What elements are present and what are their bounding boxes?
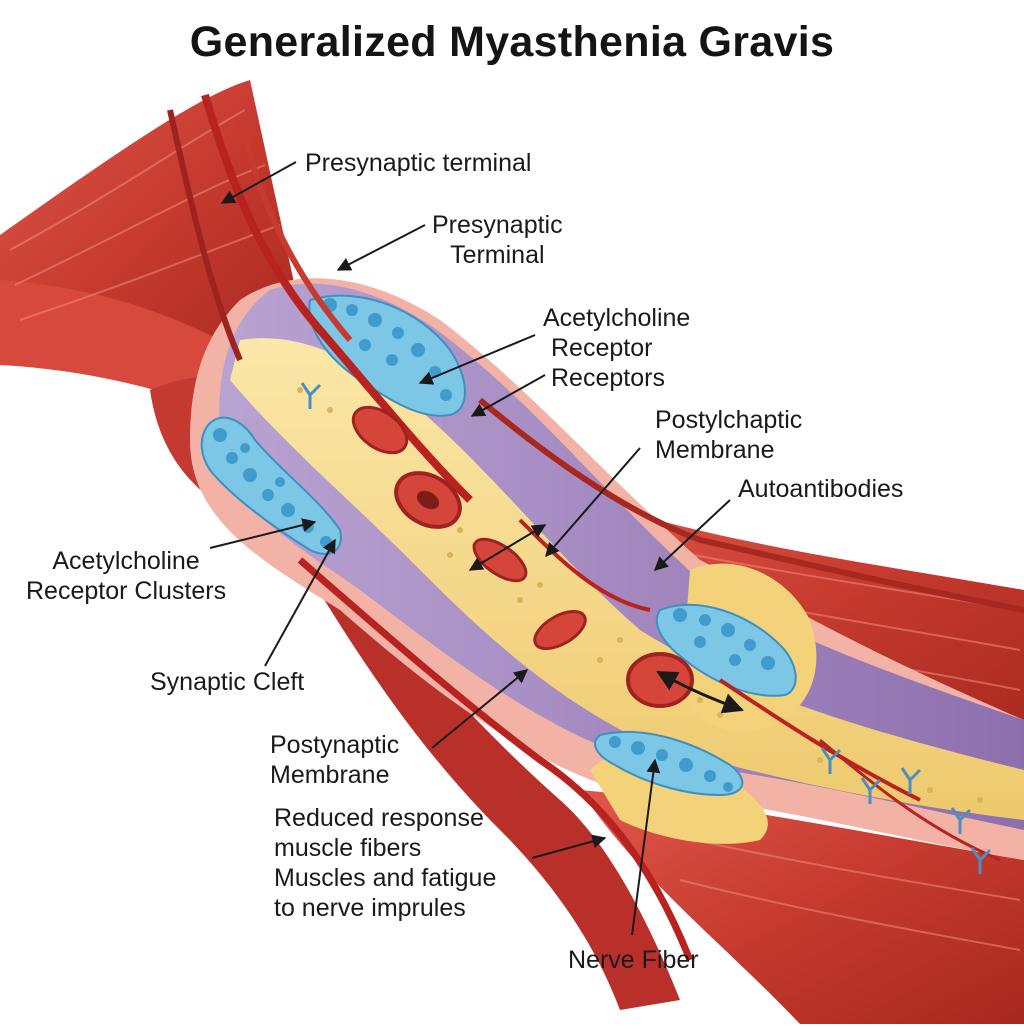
vesicle-cluster-lower: [594, 730, 744, 797]
vesicle-cluster-right: [655, 603, 797, 697]
label-acetylcholine-receptor: Acetylcholine Receptor Receptors: [543, 303, 690, 393]
label-postylchaptic-membrane: Postylchaptic Membrane: [655, 405, 802, 465]
label-text: Nerve Fiber: [568, 946, 699, 974]
label-line: Membrane: [270, 761, 390, 789]
label-line: Reduced response: [274, 804, 484, 832]
label-line: Postylchaptic: [655, 406, 803, 434]
label-presynaptic-terminal-top: Presynaptic terminal: [305, 148, 531, 178]
label-line: Presynaptic: [432, 211, 563, 239]
label-reduced-response: Reduced response muscle fibers Muscles a…: [274, 803, 496, 923]
label-line: Receptors: [551, 364, 665, 392]
label-nerve-fiber: Nerve Fiber: [568, 945, 699, 975]
label-line: Postynaptic: [270, 731, 400, 759]
diagram-title: Generalized Myasthenia Gravis: [189, 18, 835, 66]
label-presynaptic-terminal: Presynaptic Terminal: [432, 210, 563, 270]
label-synaptic-cleft: Synaptic Cleft: [150, 667, 304, 697]
label-autoantibodies: Autoantibodies: [738, 474, 903, 504]
leader-lines: [209, 161, 744, 936]
label-line: Terminal: [450, 241, 545, 269]
label-line: Receptor: [551, 334, 653, 362]
label-acetylcholine-receptor-clusters: Acetylcholine Receptor Clusters: [26, 546, 226, 606]
label-text: Presynaptic terminal: [305, 149, 532, 177]
label-text: Autoantibodies: [738, 475, 904, 503]
vesicle-cluster-upper: [308, 294, 466, 417]
label-line: Membrane: [655, 436, 775, 464]
label-line: muscle fibers: [274, 834, 422, 862]
blood-vessels: [167, 93, 1024, 962]
label-line: Acetylcholine: [543, 304, 691, 332]
label-text: Synaptic Cleft: [150, 668, 305, 696]
label-postsynaptic-membrane: Postynaptic Membrane: [270, 730, 399, 790]
label-line: to nerve imprules: [274, 894, 466, 922]
label-line: Receptor Clusters: [26, 577, 227, 605]
label-line: Muscles and fatigue: [274, 864, 497, 892]
label-line: Acetylcholine: [52, 547, 200, 575]
autoantibody-markers: [300, 382, 992, 874]
